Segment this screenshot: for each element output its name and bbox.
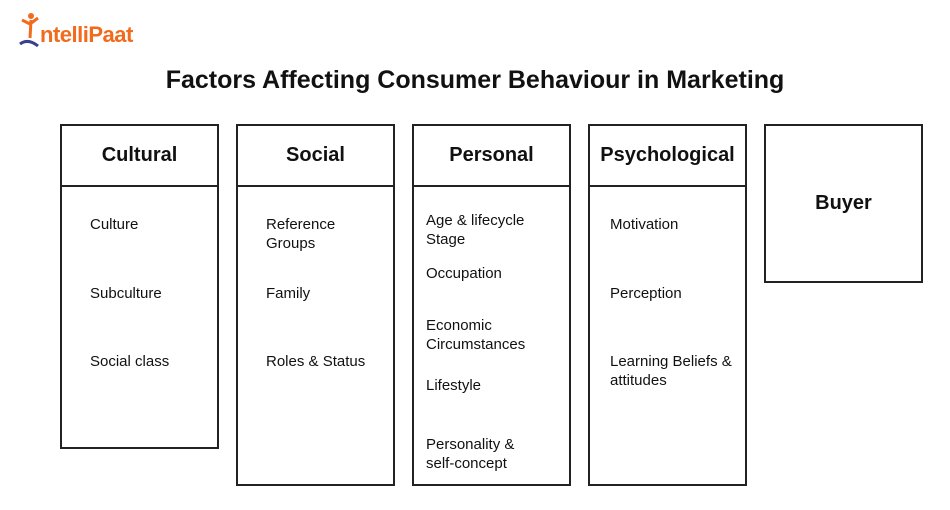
list-item: Social class (90, 353, 170, 370)
list-item: Personality & self-concept (426, 436, 515, 472)
list-item: Learning Beliefs & attitudes (610, 353, 732, 389)
list-item: Subculture (90, 285, 162, 302)
list-item: Occupation (426, 265, 502, 282)
list-item: Age & lifecycle Stage (426, 212, 525, 248)
logo-text: ntelliPaat (40, 22, 133, 47)
psychological-box: Psychological Motivation Perception Lear… (588, 124, 747, 486)
personal-header: Personal (414, 126, 569, 187)
logo-figure-icon (19, 13, 39, 48)
social-box: Social Reference Groups Family Roles & S… (236, 124, 395, 486)
list-item: Family (266, 285, 311, 302)
list-item: Motivation (610, 216, 679, 233)
list-item: Lifestyle (426, 377, 482, 394)
buyer-box: Buyer (764, 124, 923, 283)
list-item: Roles & Status (266, 353, 366, 370)
psychological-header: Psychological (590, 126, 745, 187)
list-item: Economic Circumstances (426, 317, 526, 353)
list-item: Perception (610, 285, 682, 302)
intellipaat-logo: ntelliPaat (18, 12, 133, 48)
list-item: Reference Groups (266, 216, 336, 252)
cultural-box: Cultural Culture Subculture Social class (60, 124, 219, 449)
cultural-header: Cultural (62, 126, 217, 187)
list-item: Culture (90, 216, 139, 233)
page-title: Factors Affecting Consumer Behaviour in … (165, 66, 785, 94)
social-header: Social (238, 126, 393, 187)
personal-box: Personal Age & lifecycle Stage Occupatio… (412, 124, 571, 486)
